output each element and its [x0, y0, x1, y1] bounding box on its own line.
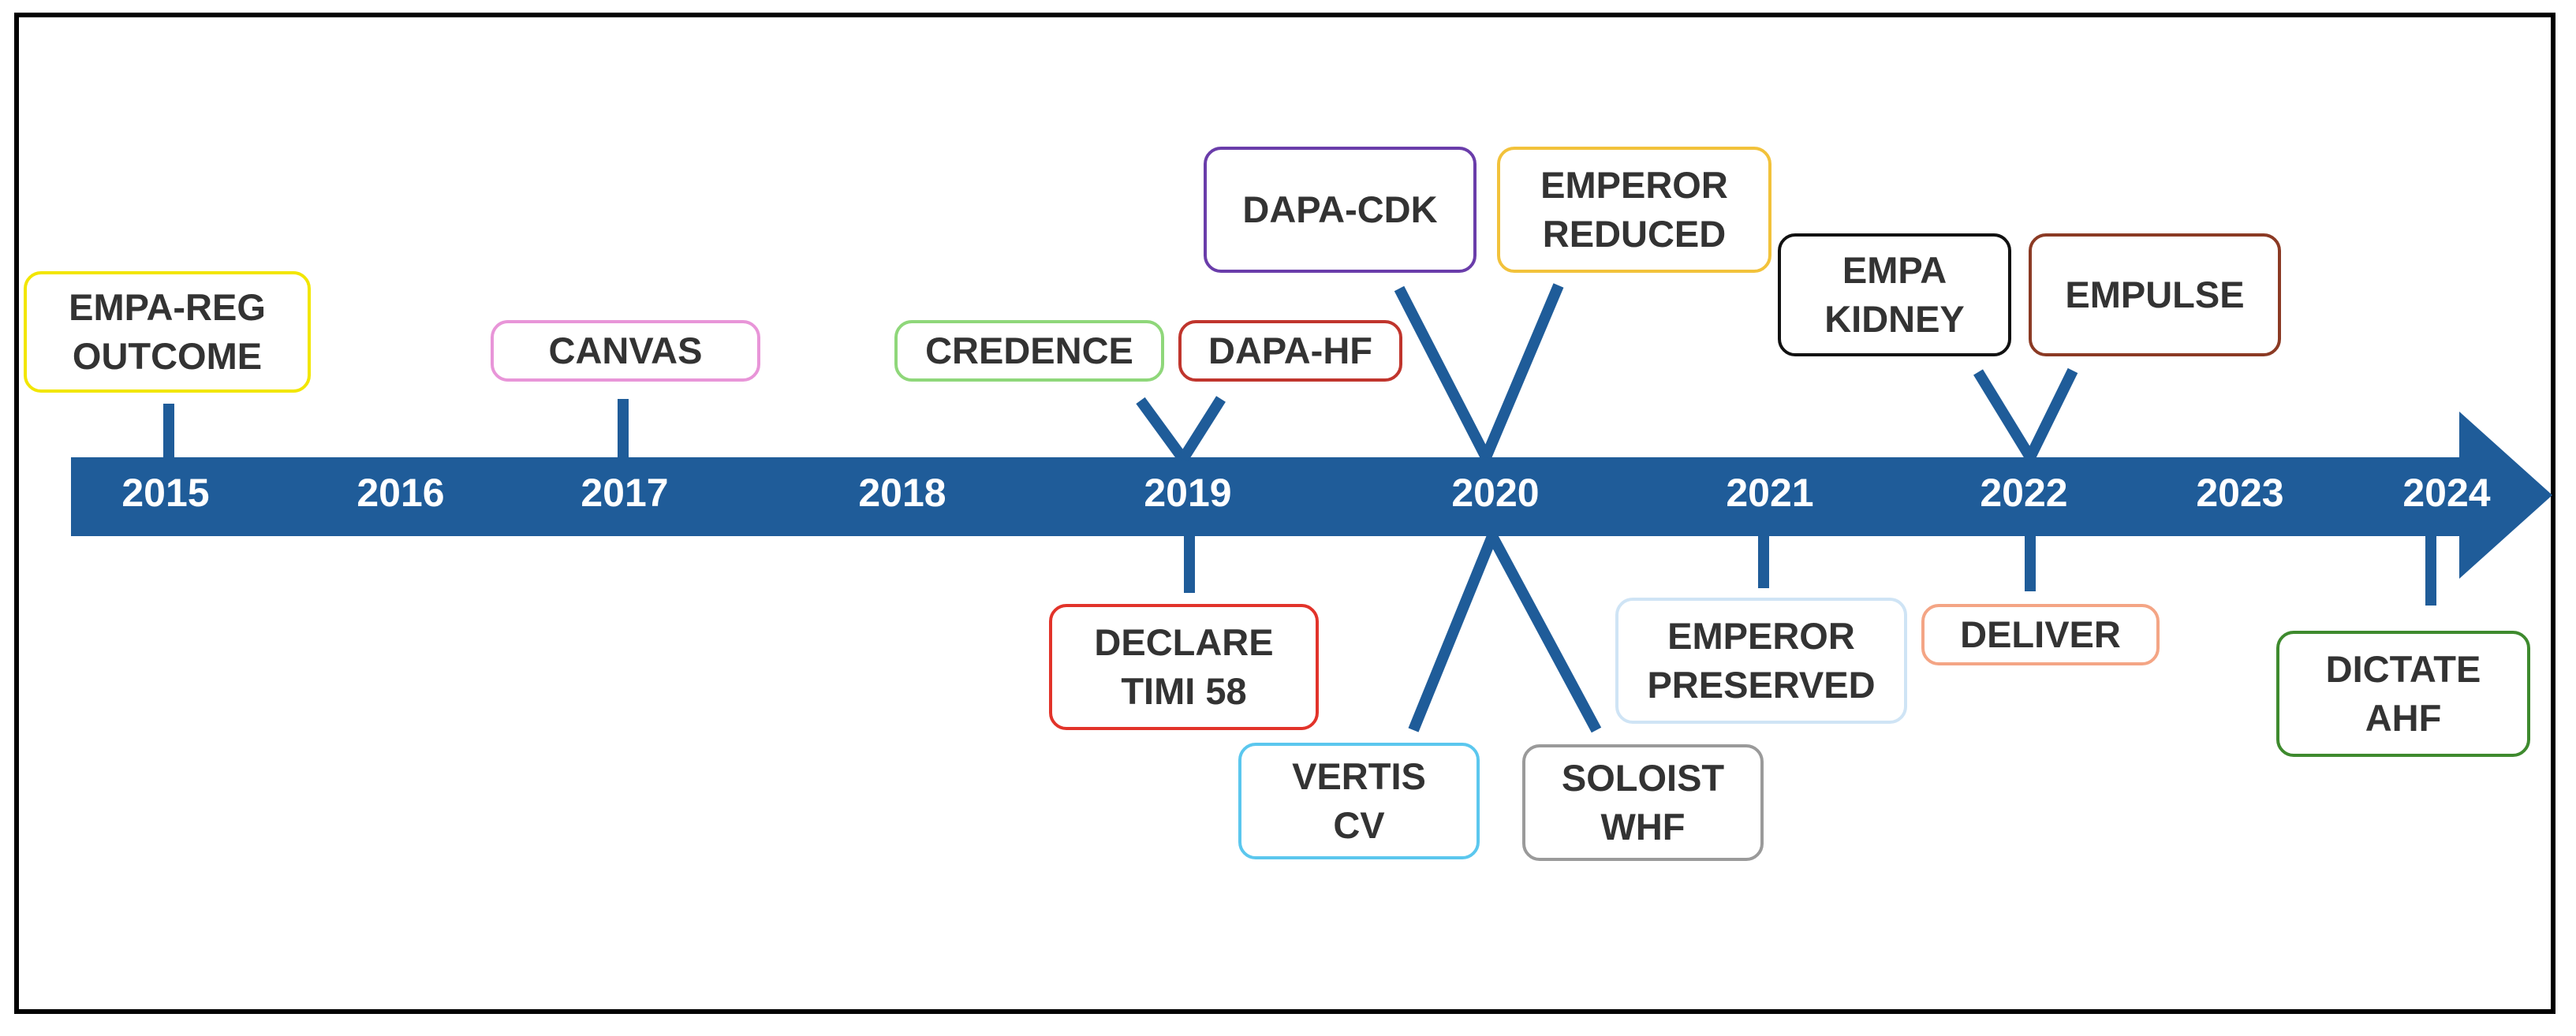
vertis-connector: [1408, 534, 1498, 732]
year-2018: 2018: [858, 471, 946, 515]
trial-credence: CREDENCE: [894, 320, 1164, 382]
year-2017: 2017: [581, 471, 669, 515]
year-2019: 2019: [1144, 471, 1232, 515]
trial-dapa-cdk: DAPA-CDK: [1204, 147, 1477, 273]
trial-empulse: EMPULSE: [2029, 233, 2281, 356]
year-2015: 2015: [121, 471, 210, 515]
year-2024: 2024: [2402, 471, 2491, 515]
trial-empa-kidney: EMPA KIDNEY: [1778, 233, 2011, 356]
emperor-reduced-connector: [1480, 283, 1564, 460]
trial-deliver: DELIVER: [1921, 604, 2160, 665]
dapa-hf-connector: [1178, 396, 1226, 462]
trial-dictate-ahf: DICTATE AHF: [2276, 631, 2530, 757]
outer-frame: [14, 13, 2555, 1014]
trial-dapa-hf: DAPA-HF: [1178, 320, 1402, 382]
trial-soloist-whf: SOLOIST WHF: [1522, 744, 1764, 861]
trial-emperor-reduced: EMPEROR REDUCED: [1497, 147, 1771, 273]
empa-kidney-connector: [1973, 369, 2035, 460]
timeline-arrow: [71, 412, 2552, 579]
dapa-cdk-connector: [1394, 285, 1491, 460]
trial-empa-reg-outcome: EMPA-REG OUTCOME: [24, 271, 311, 393]
year-2021: 2021: [1726, 471, 1814, 515]
year-2016: 2016: [357, 471, 445, 515]
trial-declare-timi-58: DECLARE TIMI 58: [1049, 604, 1319, 730]
trial-vertis-cv: VERTIS CV: [1238, 743, 1480, 859]
year-2023: 2023: [2196, 471, 2284, 515]
credence-connector: [1136, 397, 1188, 463]
trial-emperor-preserved: EMPEROR PRESERVED: [1615, 598, 1907, 724]
year-2020: 2020: [1451, 471, 1540, 515]
trial-canvas: CANVAS: [491, 320, 760, 382]
soloist-connector: [1487, 533, 1602, 733]
year-2022: 2022: [1980, 471, 2068, 515]
empulse-connector: [2025, 367, 2078, 460]
